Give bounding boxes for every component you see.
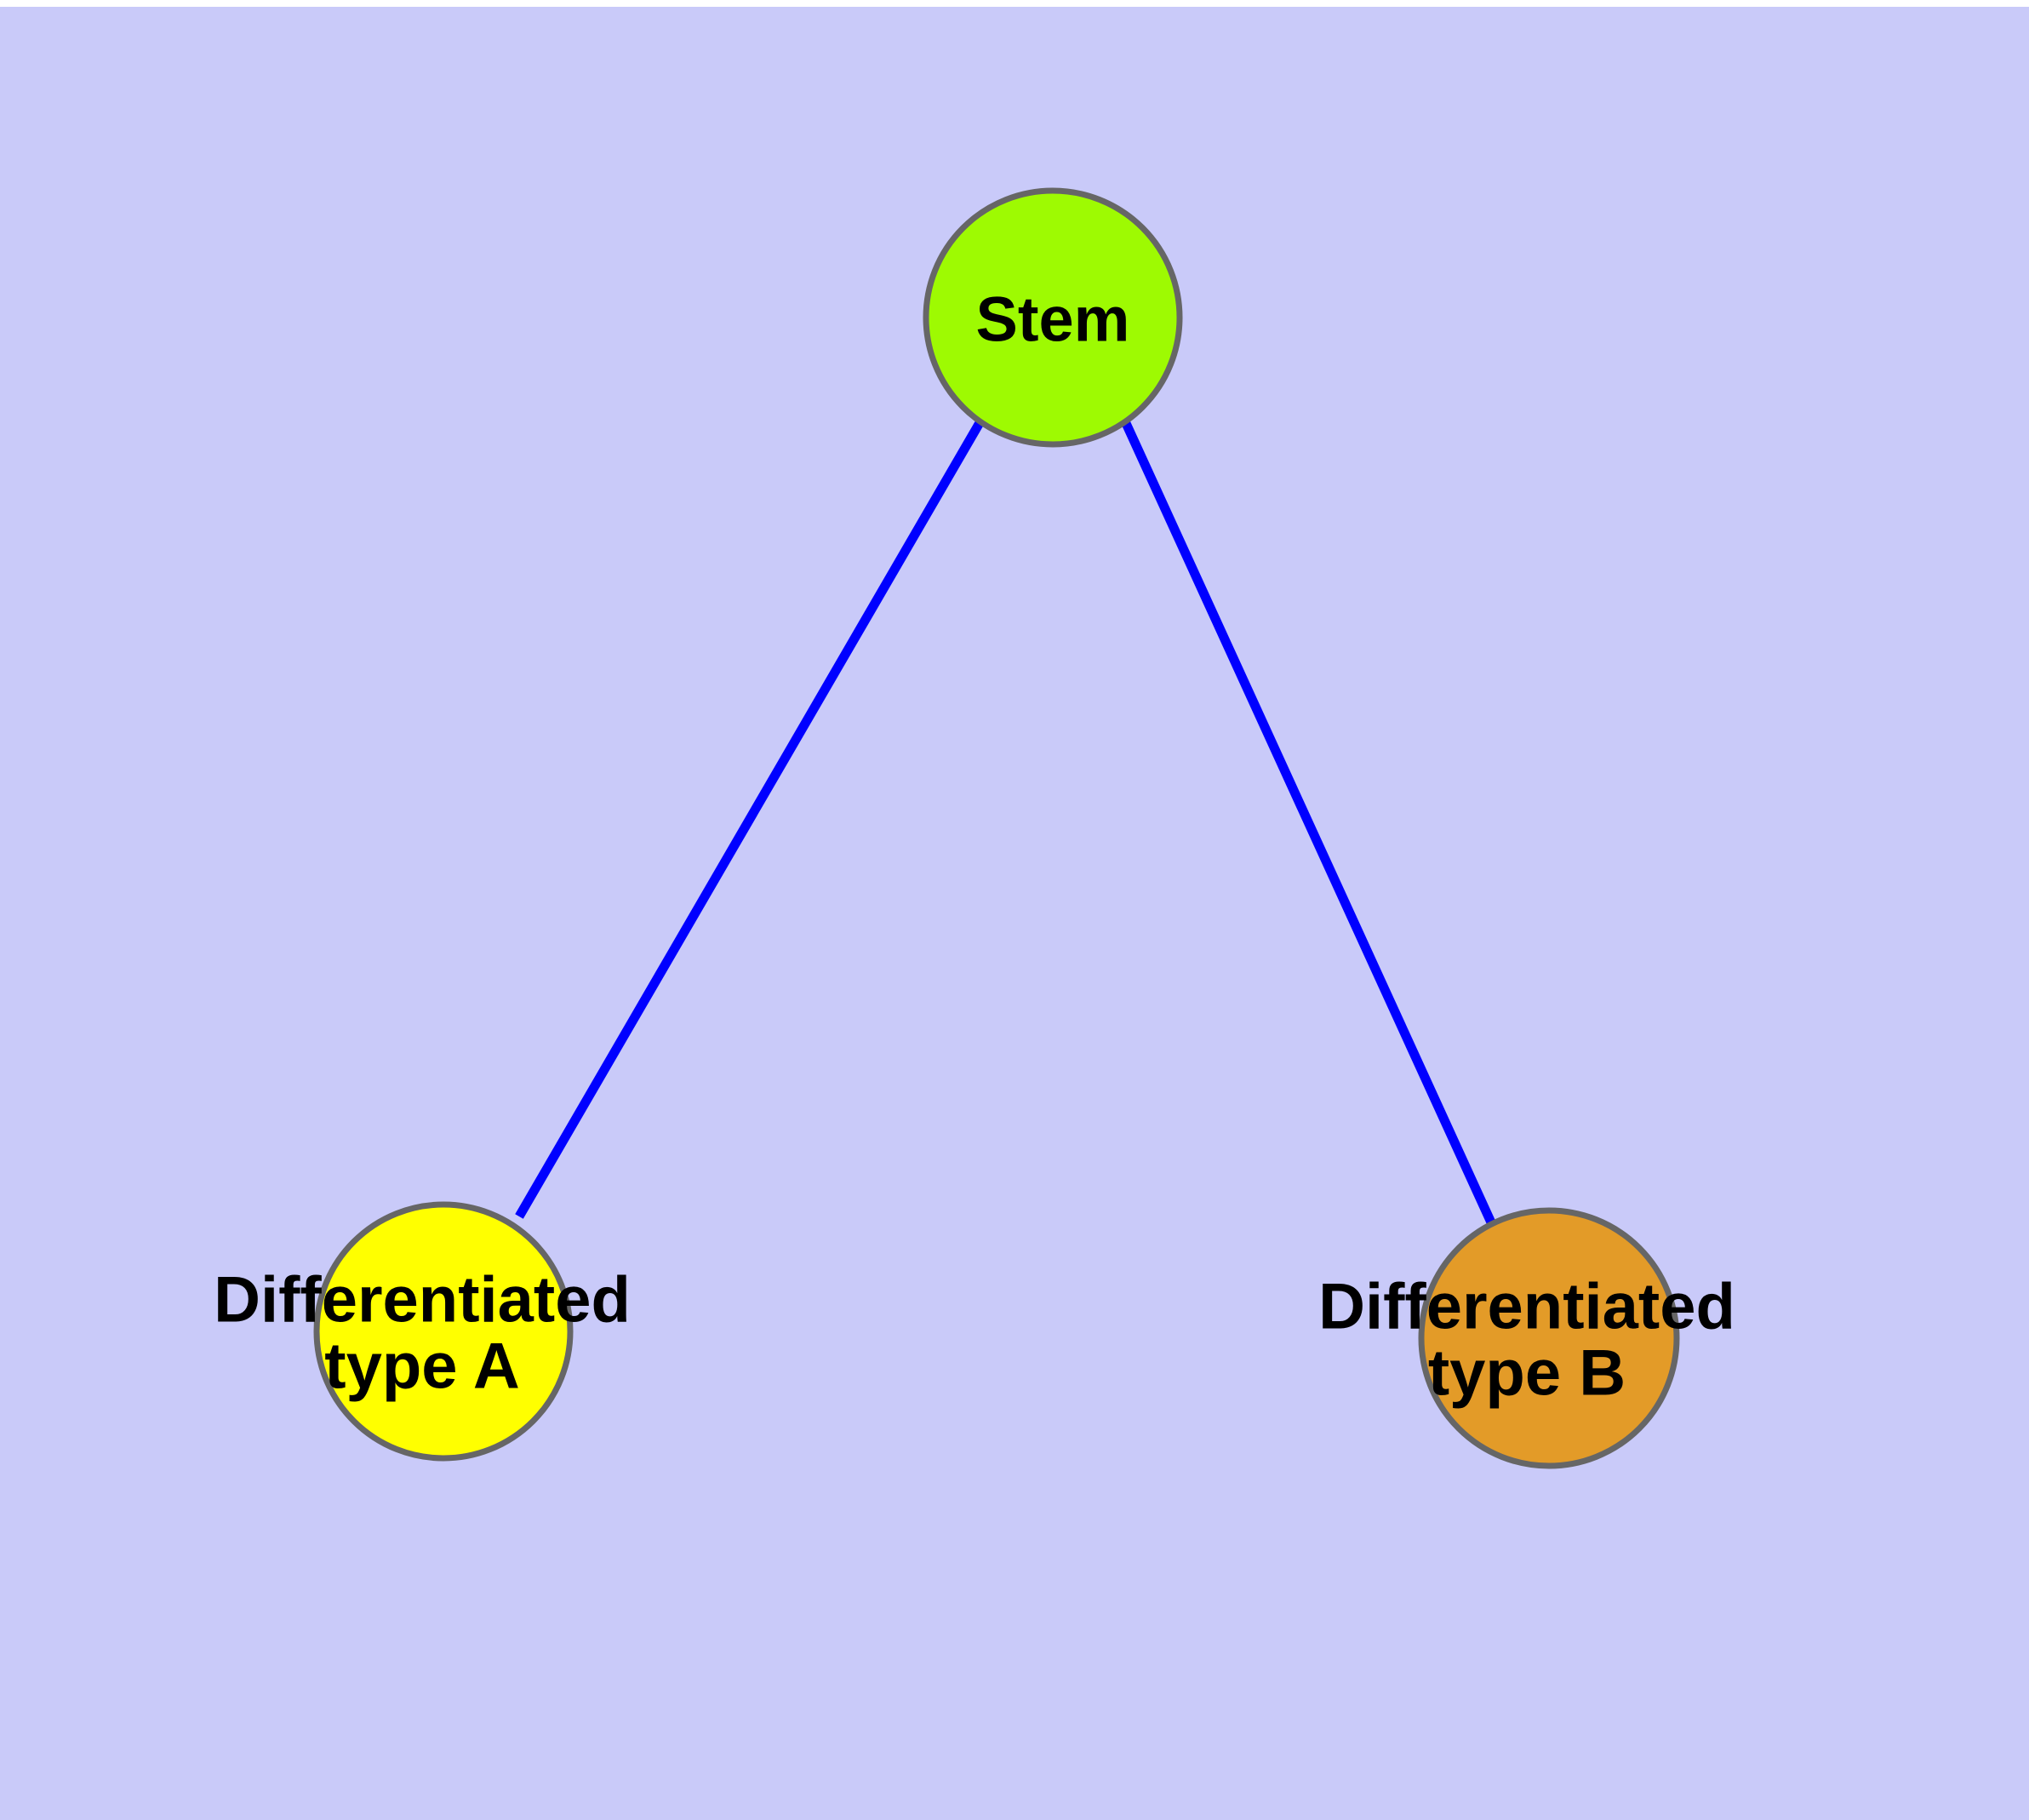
edge-stem-to-differentiated-type-a [515, 419, 985, 1219]
node-stem[interactable] [923, 187, 1183, 448]
node-differentiated-type-a[interactable] [313, 1201, 574, 1462]
edge-stem-to-differentiated-type-b [1120, 419, 1496, 1225]
node-differentiated-type-b[interactable] [1418, 1207, 1680, 1469]
